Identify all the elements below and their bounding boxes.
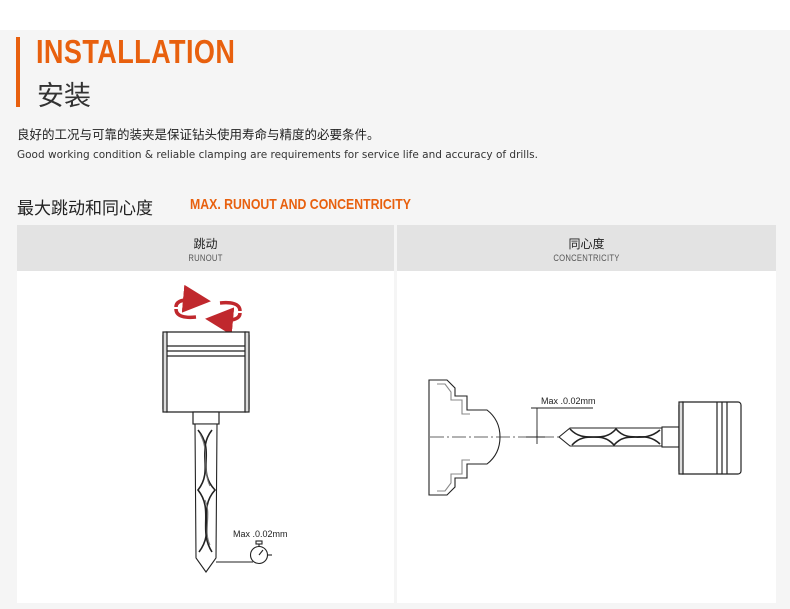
concentricity-tolerance-label: Max .0.02mm: [541, 396, 596, 406]
panel-divider: [394, 225, 397, 603]
runout-tolerance-label: Max .0.02mm: [233, 529, 288, 539]
offset-indicator: [526, 407, 593, 444]
top-strip: [0, 0, 790, 30]
section-title-en: MAX. RUNOUT AND CONCENTRICITY: [190, 196, 411, 213]
spindle-chuck: [428, 379, 501, 496]
runout-title-cn: 跳动: [193, 237, 218, 251]
runout-panel-header: 跳动 RUNOUT: [17, 225, 394, 271]
tool-holder: [162, 331, 250, 425]
drill-bit-vertical: [194, 423, 218, 573]
intro-text-cn: 良好的工况与可靠的装夹是保证钻头使用寿命与精度的必要条件。: [17, 127, 380, 142]
intro-text-en: Good working condition & reliable clampi…: [17, 149, 538, 161]
runout-title-en: RUNOUT: [188, 253, 223, 263]
concentricity-title-cn: 同心度: [568, 237, 605, 251]
concentricity-panel-header: 同心度 CONCENTRICITY: [397, 225, 776, 271]
concentricity-title-en: CONCENTRICITY: [553, 253, 620, 263]
tool-holder-horizontal: [678, 401, 742, 475]
page-title-cn: 安装: [37, 81, 91, 112]
page-title-en: INSTALLATION: [36, 33, 236, 70]
dial-gauge-icon: [216, 540, 272, 565]
drill-bit-horizontal: [558, 426, 680, 448]
section-title-cn: 最大跳动和同心度: [17, 199, 153, 219]
rotation-arrows-icon: [174, 284, 242, 336]
title-accent-bar: [16, 37, 20, 107]
